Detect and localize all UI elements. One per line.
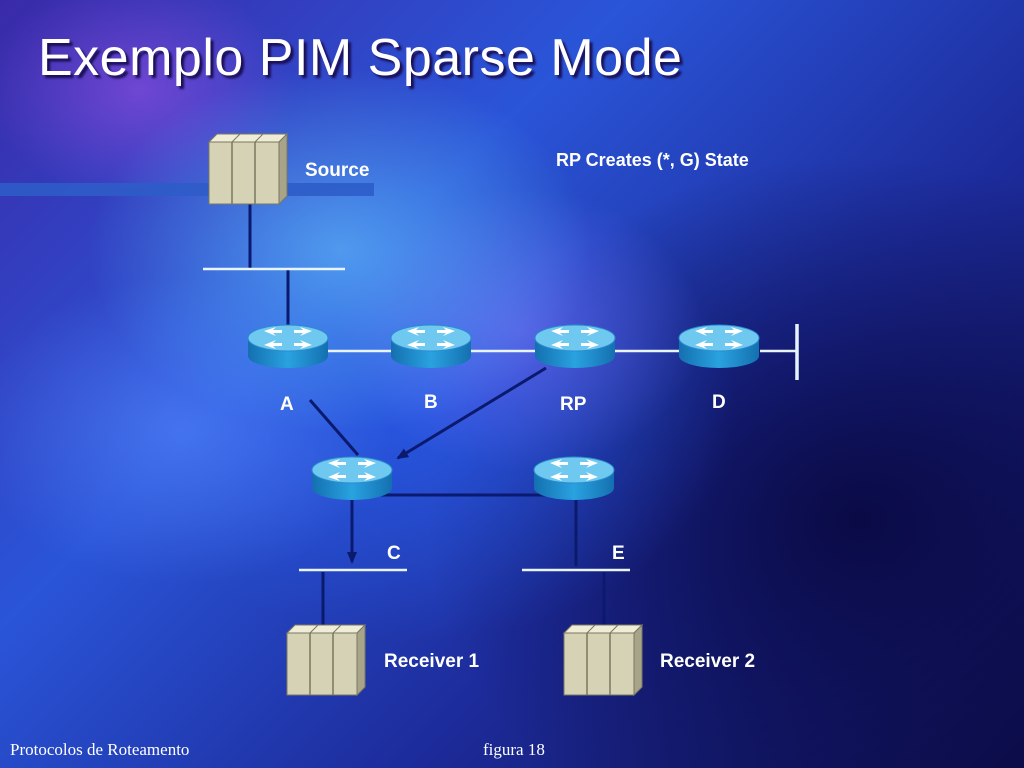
router-e-label: E [612, 543, 625, 564]
rp-state-annotation: RP Creates (*, G) State [556, 150, 749, 170]
receiver1-label: Receiver 1 [384, 651, 480, 672]
router-c-icon [311, 456, 393, 501]
receiver2-label: Receiver 2 [660, 651, 756, 672]
link-a-c [308, 399, 360, 456]
router-e-icon [533, 456, 615, 501]
links-light [203, 267, 797, 572]
router-a-label: A [280, 394, 294, 415]
links-dark [248, 200, 606, 628]
receiver2-server-icon [563, 624, 643, 696]
router-b-icon [390, 324, 472, 369]
router-d-icon [678, 324, 760, 369]
router-c-label: C [387, 543, 401, 564]
receiver1-server-icon [286, 624, 366, 696]
router-rp-icon [534, 324, 616, 369]
slide-title: Exemplo PIM Sparse Mode [38, 29, 683, 87]
source-server-icon [208, 133, 288, 205]
router-a-icon [247, 324, 329, 369]
router-b-label: B [424, 392, 438, 413]
source-label: Source [305, 160, 370, 181]
router-d-label: D [712, 392, 726, 413]
title-accent-bar [0, 183, 374, 196]
router-rp-label: RP [560, 394, 587, 415]
footer-figure-number: figura 18 [483, 740, 545, 759]
footer-course-name: Protocolos de Roteamento [10, 740, 190, 759]
arrow-rp-to-c [396, 366, 547, 460]
